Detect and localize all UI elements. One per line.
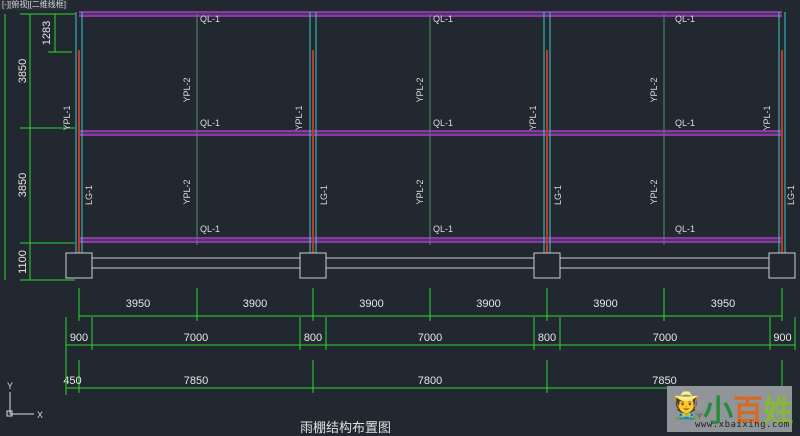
dimension-text: 7000 <box>653 332 677 344</box>
dimension-text: 3900 <box>593 298 617 310</box>
dimension-text: 3900 <box>359 298 383 310</box>
beam-label-ypl1: YPL-1 <box>528 105 538 130</box>
drawing-title: 雨棚结构布置图 <box>300 421 392 436</box>
beam-label-ypl2: YPL-2 <box>182 179 192 204</box>
farmer-icon: 🧑‍🌾 <box>673 390 706 420</box>
dimension-text: 800 <box>538 332 556 344</box>
beam-label-ypl2: YPL-2 <box>415 77 425 102</box>
dim-1100: 1100 <box>17 250 29 274</box>
dimension-text: 3950 <box>126 298 150 310</box>
beam-label-ql: QL-1 <box>675 14 695 24</box>
dimension-text: 800 <box>304 332 322 344</box>
dimension-text: 7850 <box>652 375 676 387</box>
watermark-logo: 🧑‍🌾 小 百 姓 www.xbaixing.com <box>667 386 793 432</box>
beam-label-ql: QL-1 <box>433 224 453 234</box>
logo-url: www.xbaixing.com <box>695 420 790 430</box>
dimension-text: 3900 <box>243 298 267 310</box>
beam-label-ql: QL-1 <box>433 118 453 128</box>
dim-1283: 1283 <box>41 21 53 45</box>
beam-label-ql: QL-1 <box>675 224 695 234</box>
beam-label-ypl2: YPL-2 <box>649 77 659 102</box>
column-base <box>65 252 93 279</box>
dimension-text: 3950 <box>711 298 735 310</box>
ucs-icon: Y X <box>6 381 43 420</box>
dimension-text: 3900 <box>476 298 500 310</box>
dimension-text: 7000 <box>418 332 442 344</box>
beam-label-ql: QL-1 <box>200 14 220 24</box>
beam-label-ql: QL-1 <box>200 118 220 128</box>
dim-3850: 3850 <box>17 59 29 83</box>
beam-label-ypl2: YPL-2 <box>415 179 425 204</box>
dimension-text: 900 <box>70 332 88 344</box>
beam-label-lg: LG-1 <box>786 185 796 205</box>
logo-char-1: 小 <box>703 394 733 429</box>
column-base <box>768 252 796 279</box>
beam-label-ypl1: YPL-1 <box>294 105 304 130</box>
viewport-label[interactable]: [-][俯视][二维线框] <box>0 0 68 10</box>
beam-label-ypl2: YPL-2 <box>182 77 192 102</box>
column-base <box>533 252 561 279</box>
column-base <box>299 252 327 279</box>
logo-char-3: 姓 <box>763 394 793 429</box>
beam-label-ql: QL-1 <box>433 14 453 24</box>
beam-label-ypl1: YPL-1 <box>762 105 772 130</box>
dimension-text: 450 <box>63 375 81 387</box>
dimension-text: 900 <box>773 332 791 344</box>
ucs-y-label: Y <box>7 381 13 391</box>
beam-label-ql: QL-1 <box>200 224 220 234</box>
logo-char-2: 百 <box>733 394 763 429</box>
beam-label-ypl1: YPL-1 <box>62 105 72 130</box>
beam-label-ql: QL-1 <box>675 118 695 128</box>
dim-3850: 3850 <box>17 173 29 197</box>
dimension-text: 7850 <box>184 375 208 387</box>
ucs-x-label: X <box>37 410 43 420</box>
dimension-text: 7000 <box>184 332 208 344</box>
beam-label-ypl2: YPL-2 <box>649 179 659 204</box>
beam-label-lg: LG-1 <box>84 185 94 205</box>
beam-label-lg: LG-1 <box>319 185 329 205</box>
beam-label-lg: LG-1 <box>553 185 563 205</box>
dimension-text: 7800 <box>418 375 442 387</box>
